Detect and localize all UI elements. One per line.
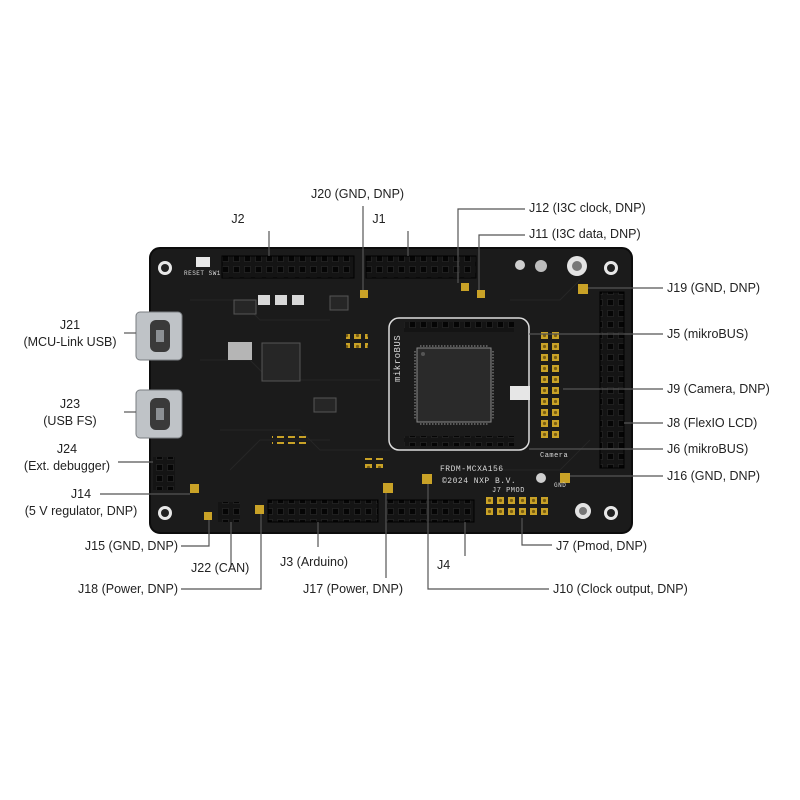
usb-j23	[135, 389, 183, 439]
label-j23-desc: (USB FS)	[43, 414, 97, 428]
header-j9	[541, 330, 563, 440]
label-j12: J12 (I3C clock, DNP)	[529, 201, 646, 215]
label-j14-desc: (5 V regulator, DNP)	[24, 504, 138, 518]
header-j1	[365, 255, 477, 279]
label-j24-name: J24	[56, 442, 78, 456]
header-j24	[153, 457, 175, 490]
label-j8: J8 (FlexIO LCD)	[667, 416, 758, 430]
mcu-chip	[416, 347, 492, 423]
pad-j10	[422, 474, 432, 484]
label-j11: J11 (I3C data, DNP)	[529, 227, 641, 241]
pmod-text: J7 PMOD	[492, 487, 525, 495]
header-j5	[404, 322, 514, 332]
label-j1: J1	[372, 212, 386, 226]
header-j4	[385, 499, 475, 523]
label-j21-name: J21	[59, 318, 81, 332]
copyright-text: ©2024 NXP B.V.	[442, 477, 517, 486]
pad-j17	[383, 483, 393, 493]
pad-j19	[578, 284, 588, 294]
camera-text: Camera	[540, 452, 569, 460]
label-j17: J17 (Power, DNP)	[303, 582, 404, 596]
label-j10: J10 (Clock output, DNP)	[553, 582, 688, 596]
label-j18: J18 (Power, DNP)	[77, 582, 178, 596]
reset-text: RESET SW1	[184, 270, 221, 277]
pad-j15	[204, 512, 212, 520]
debug-chip	[261, 342, 301, 382]
label-j2: J2	[231, 212, 245, 226]
label-j9: J9 (Camera, DNP)	[667, 382, 770, 396]
label-j7: J7 (Pmod, DNP)	[556, 539, 647, 553]
pad-j20	[360, 290, 368, 298]
header-j6	[404, 436, 514, 446]
label-j16: J16 (GND, DNP)	[667, 469, 761, 483]
label-j3: J3 (Arduino)	[280, 555, 349, 569]
pad-j16	[560, 473, 570, 483]
label-j24-desc: (Ext. debugger)	[23, 459, 111, 473]
mounting-holes	[158, 261, 618, 520]
label-j23-name: J23	[59, 397, 81, 411]
gnd-text: GND	[554, 482, 567, 489]
part-number-text: FRDM-MCXA156	[440, 465, 504, 474]
pad-j18	[255, 505, 264, 514]
mcu-pins	[414, 345, 494, 425]
label-j22: J22 (CAN)	[191, 561, 250, 575]
pad-j14	[190, 484, 199, 493]
label-j4: J4	[437, 558, 451, 572]
usb-j21	[135, 311, 183, 361]
label-j20: J20 (GND, DNP)	[311, 187, 405, 201]
mikrobus-outline	[388, 317, 530, 451]
header-j7	[484, 496, 550, 518]
leader-lines	[100, 206, 663, 590]
label-j19: J19 (GND, DNP)	[667, 281, 761, 295]
label-j21-desc: (MCU-Link USB)	[23, 335, 117, 349]
mikrobus-text: mikroBUS	[393, 334, 403, 382]
header-j22	[218, 502, 240, 522]
label-j6: J6 (mikroBUS)	[667, 442, 749, 456]
pad-j11	[477, 290, 485, 298]
label-j5: J5 (mikroBUS)	[667, 327, 749, 341]
label-j15: J15 (GND, DNP)	[84, 539, 178, 553]
pad-j12	[461, 283, 469, 291]
label-j14-name: J14	[70, 487, 92, 501]
header-j3	[267, 499, 379, 523]
header-j2	[221, 255, 355, 279]
header-j8	[599, 291, 625, 469]
